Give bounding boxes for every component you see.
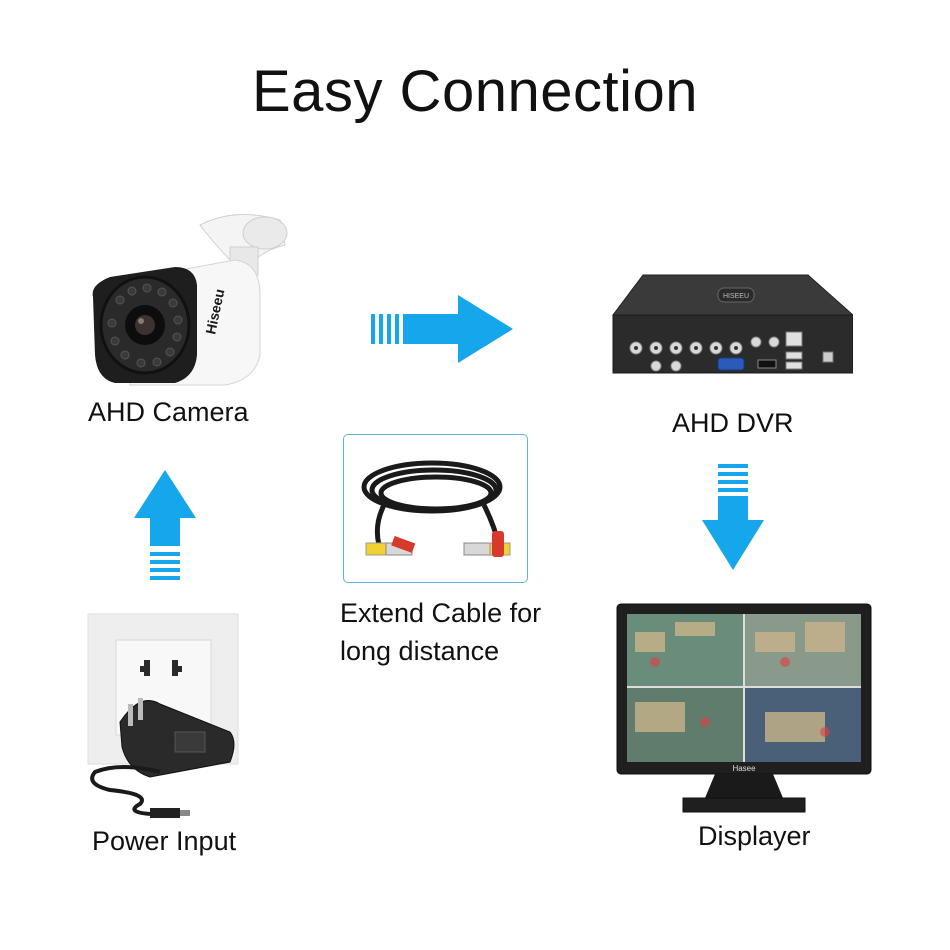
dvr-image: HISEEU xyxy=(608,270,853,380)
page-title: Easy Connection xyxy=(252,59,698,124)
camera-label: AHD Camera xyxy=(88,397,249,427)
arrow-down-icon xyxy=(702,462,764,570)
svg-text:HISEEU: HISEEU xyxy=(723,293,749,300)
monitor-image: Hasee xyxy=(615,602,873,814)
power-label: Power Input xyxy=(92,826,237,856)
monitor-brand-logo: Hasee xyxy=(732,764,756,773)
cable-label-line1: Extend Cable for xyxy=(340,598,542,628)
dvr-label: AHD DVR xyxy=(672,408,794,438)
cable-image-frame xyxy=(343,434,528,583)
display-label: Displayer xyxy=(698,821,811,851)
arrow-right-icon xyxy=(368,295,513,363)
cable-image xyxy=(361,460,511,557)
cable-label-line2: long distance xyxy=(340,636,500,666)
camera-image: Hiseeu xyxy=(85,205,295,395)
power-adapter-image xyxy=(80,612,240,822)
arrow-up-icon xyxy=(134,470,196,582)
